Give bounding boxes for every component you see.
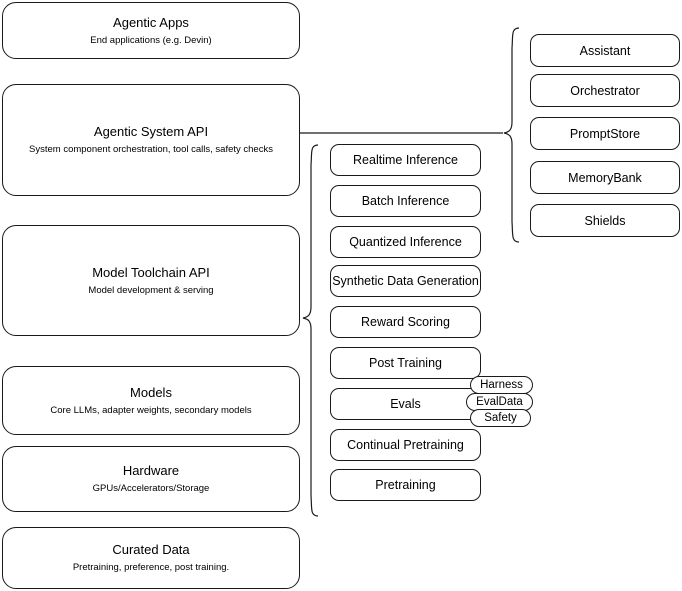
layer-subtitle: System component orchestration, tool cal… — [29, 144, 273, 155]
layer-models[interactable]: Models Core LLMs, adapter weights, secon… — [2, 366, 300, 435]
layer-subtitle: Model development & serving — [88, 284, 214, 296]
layer-agentic-system-api[interactable]: Agentic System API System component orch… — [2, 84, 300, 196]
system-item-promptstore[interactable]: PromptStore — [530, 117, 680, 150]
toolchain-item-pretraining[interactable]: Pretraining — [330, 469, 481, 501]
layer-subtitle: Pretraining, preference, post training. — [72, 562, 230, 573]
layer-title: Model Toolchain API — [92, 264, 210, 280]
layer-subtitle: Core LLMs, adapter weights, secondary mo… — [50, 404, 252, 416]
system-item-assistant[interactable]: Assistant — [530, 34, 680, 67]
toolchain-item-post-training[interactable]: Post Training — [330, 347, 481, 379]
layer-model-toolchain-api[interactable]: Model Toolchain API Model development & … — [2, 225, 300, 336]
toolchain-item-evals[interactable]: Evals — [330, 388, 481, 420]
toolchain-item-batch-inference[interactable]: Batch Inference — [330, 185, 481, 217]
evals-subcomponent-harness[interactable]: Harness — [470, 376, 533, 394]
system-item-orchestrator[interactable]: Orchestrator — [530, 74, 680, 107]
layer-title: Models — [130, 384, 172, 400]
system-components-bracket — [503, 27, 520, 243]
toolchain-components-bracket — [302, 144, 319, 517]
layer-title: Curated Data — [112, 542, 190, 557]
toolchain-item-realtime-inference[interactable]: Realtime Inference — [330, 144, 481, 176]
layer-title: Hardware — [122, 463, 180, 478]
layer-title: Agentic System API — [93, 124, 209, 139]
toolchain-item-synthetic-data-generation[interactable]: Synthetic Data Generation — [330, 265, 481, 297]
evals-subcomponent-safety[interactable]: Safety — [470, 409, 531, 427]
toolchain-item-reward-scoring[interactable]: Reward Scoring — [330, 306, 481, 338]
system-item-memorybank[interactable]: MemoryBank — [530, 161, 680, 194]
layer-hardware[interactable]: Hardware GPUs/Accelerators/Storage — [2, 446, 300, 512]
system-item-shields[interactable]: Shields — [530, 204, 680, 237]
layer-subtitle: End applications (e.g. Devin) — [90, 34, 212, 46]
layer-curated-data[interactable]: Curated Data Pretraining, preference, po… — [2, 527, 300, 589]
toolchain-item-quantized-inference[interactable]: Quantized Inference — [330, 226, 481, 258]
toolchain-item-continual-pretraining[interactable]: Continual Pretraining — [330, 429, 481, 461]
layer-agentic-apps[interactable]: Agentic Apps End applications (e.g. Devi… — [2, 2, 300, 59]
layer-title: Agentic Apps — [113, 14, 189, 30]
layer-subtitle: GPUs/Accelerators/Storage — [92, 483, 210, 494]
